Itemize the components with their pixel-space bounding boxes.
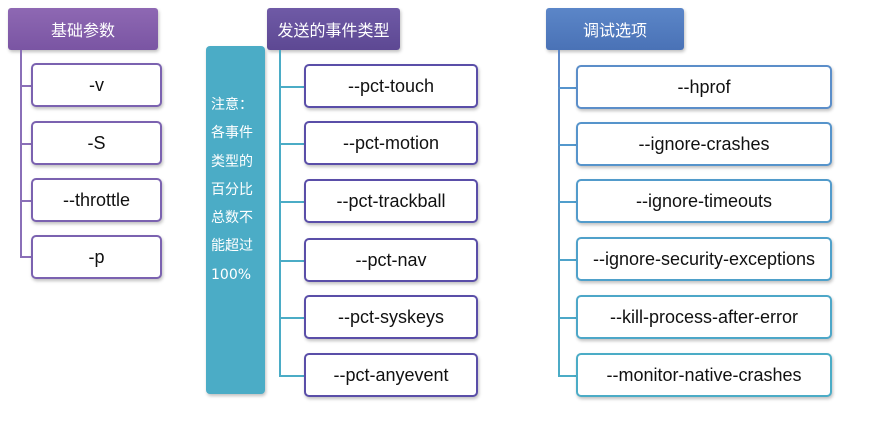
pct-nav: --pct-nav [304,238,478,282]
connector-branch [558,375,576,377]
opt-ignore-security-exceptions: --ignore-security-exceptions [576,237,832,281]
connector-branch [558,259,576,261]
opt-ignore-crashes: --ignore-crashes [576,122,832,166]
connector-branch [558,317,576,319]
pct-trackball: --pct-trackball [304,179,478,223]
connector-branch [558,201,576,203]
basic-params-header: 基础参数 [8,8,158,50]
connector-branch [558,144,576,146]
debug-options-header: 调试选项 [546,8,684,50]
debug-options-connector [558,50,560,376]
connector-branch [279,86,304,88]
opt-ignore-timeouts: --ignore-timeouts [576,179,832,223]
opt-monitor-native-crashes: --monitor-native-crashes [576,353,832,397]
connector-branch [558,87,576,89]
param-v: -v [31,63,162,107]
connector-branch [279,317,304,319]
event-types-header: 发送的事件类型 [267,8,400,50]
connector-branch [20,256,31,258]
connector-branch [279,201,304,203]
connector-branch [279,143,304,145]
pct-syskeys: --pct-syskeys [304,295,478,339]
connector-branch [20,143,31,145]
opt-kill-process-after-error: --kill-process-after-error [576,295,832,339]
param-throttle: --throttle [31,178,162,222]
connector-branch [279,375,304,377]
opt-hprof: --hprof [576,65,832,109]
param-p: -p [31,235,162,279]
param-s: -S [31,121,162,165]
percentage-note: 注意：各事件类型的百分比总数不能超过100% [206,46,265,394]
connector-branch [20,200,31,202]
basic-params-connector [20,50,22,257]
connector-branch [279,260,304,262]
pct-anyevent: --pct-anyevent [304,353,478,397]
pct-touch: --pct-touch [304,64,478,108]
pct-motion: --pct-motion [304,121,478,165]
connector-branch [20,85,31,87]
event-types-connector [279,50,281,376]
